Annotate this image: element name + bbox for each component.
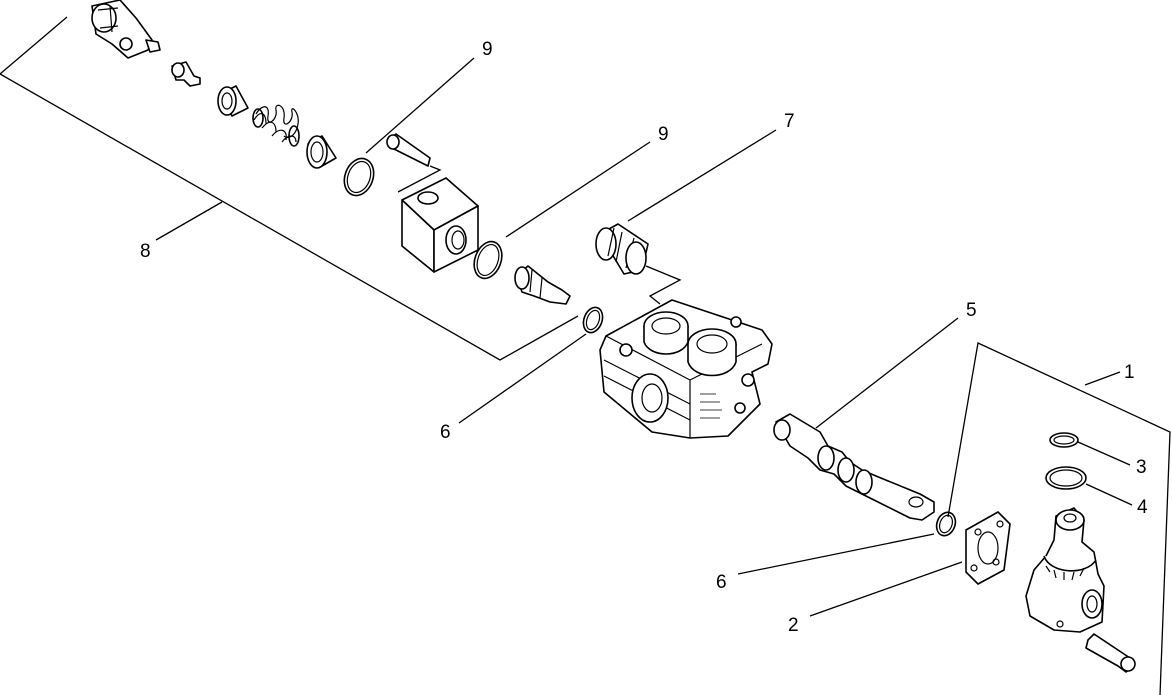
callout-9-lower: 9 (658, 124, 669, 145)
cap-screw (386, 133, 431, 167)
callout-2: 2 (788, 615, 799, 636)
o-ring-4 (1045, 466, 1087, 490)
handle-housing (1025, 507, 1105, 633)
detent-plunger (514, 265, 571, 305)
valve-body (599, 299, 773, 439)
callout-1: 1 (1124, 362, 1135, 383)
bushing (306, 135, 337, 169)
gasket (965, 511, 1011, 585)
o-ring-lower (473, 240, 503, 280)
relief-plug (595, 223, 682, 305)
handle-bolt (1085, 633, 1136, 673)
callout-6-right: 6 (716, 572, 727, 593)
assembly-1-bracket (947, 342, 1171, 695)
spool-end-cap (91, 0, 161, 59)
o-ring-3 (1049, 432, 1079, 448)
leader-lines (365, 57, 1133, 617)
callout-9-upper: 9 (482, 39, 493, 60)
o-ring-right (935, 511, 957, 537)
spool (773, 413, 935, 521)
detent-stud (171, 61, 201, 87)
callout-4: 4 (1137, 497, 1148, 518)
callout-3: 3 (1136, 457, 1147, 478)
centering-spring (252, 104, 300, 147)
spring-cap (217, 85, 249, 117)
callout-6-left: 6 (440, 422, 451, 443)
detent-block (397, 165, 479, 273)
callout-5: 5 (966, 300, 977, 321)
callout-8: 8 (140, 241, 151, 262)
o-ring-left (582, 306, 604, 334)
assembly-8-bracket (0, 16, 579, 361)
o-ring-upper (343, 157, 375, 197)
callout-7: 7 (784, 111, 795, 132)
